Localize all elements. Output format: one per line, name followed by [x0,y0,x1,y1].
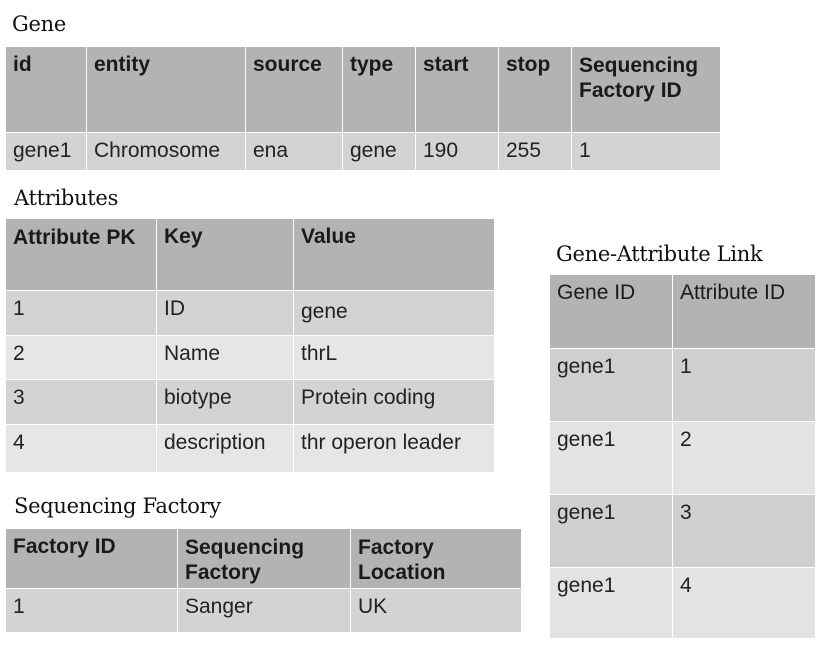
table-row: 3 biotype Protein coding [5,379,495,425]
table-cell: gene1 [549,421,673,495]
table-cell: Protein coding [293,379,495,425]
table-cell: 255 [498,132,572,171]
table-cell: 1 [672,348,816,422]
gene-table: id entity source type start stop Sequenc… [5,46,721,171]
table-row: gene1 3 [549,494,816,568]
table-header-row: Factory ID Sequencing Factory Factory Lo… [5,528,522,589]
link-table: Gene ID Attribute ID gene1 1 gene1 2 gen… [549,274,816,639]
attributes-table: Attribute PK Key Value 1 ID gene 2 Name … [5,218,495,473]
table-cell: ena [245,132,343,171]
table-cell: 3 [5,379,157,425]
header-cell: Attribute ID [672,274,816,349]
table-cell: 2 [5,335,157,380]
table-cell: Chromosome [86,132,246,171]
table-cell: description [156,424,294,473]
table-cell: gene1 [549,348,673,422]
table-cell: 190 [415,132,499,171]
table-cell: gene1 [549,494,673,568]
header-cell: source [245,46,343,133]
table-cell: biotype [156,379,294,425]
header-cell: Key [156,218,294,291]
header-cell: Factory Location [350,528,522,589]
header-cell: type [342,46,416,133]
table-cell: gene1 [549,567,673,639]
factory-table-title: Sequencing Factory [14,494,221,518]
table-row: 1 ID gene [5,290,495,336]
table-cell: 4 [5,424,157,473]
table-cell: 2 [672,421,816,495]
header-cell: Sequencing Factory ID [571,46,721,133]
table-cell: gene [342,132,416,171]
table-cell: 1 [5,290,157,336]
table-cell: thrL [293,335,495,380]
gene-table-title: Gene [12,12,66,36]
table-row: gene1 2 [549,421,816,495]
table-row: 2 Name thrL [5,335,495,380]
table-cell: UK [350,588,522,633]
table-cell: 1 [5,588,178,633]
attributes-table-title: Attributes [14,186,119,210]
table-row: gene1 1 [549,348,816,422]
table-cell: gene1 [5,132,87,171]
factory-table: Factory ID Sequencing Factory Factory Lo… [5,528,522,633]
table-cell: Name [156,335,294,380]
header-cell: Factory ID [5,528,178,589]
table-row: gene1 4 [549,567,816,639]
table-header-row: Gene ID Attribute ID [549,274,816,349]
link-table-title: Gene-Attribute Link [556,242,763,266]
header-cell: Value [293,218,495,291]
table-cell: gene [293,290,495,336]
table-row: 1 Sanger UK [5,588,522,633]
header-cell: entity [86,46,246,133]
header-cell: start [415,46,499,133]
table-cell: thr operon leader [293,424,495,473]
table-cell: Sanger [177,588,351,633]
table-header-row: id entity source type start stop Sequenc… [5,46,721,133]
header-cell: Gene ID [549,274,673,349]
table-cell: 1 [571,132,721,171]
table-row: gene1 Chromosome ena gene 190 255 1 [5,132,721,171]
table-cell: 3 [672,494,816,568]
header-cell: stop [498,46,572,133]
table-row: 4 description thr operon leader [5,424,495,473]
header-cell: Sequencing Factory [177,528,351,589]
header-cell: id [5,46,87,133]
table-cell: 4 [672,567,816,639]
table-header-row: Attribute PK Key Value [5,218,495,291]
header-cell: Attribute PK [5,218,157,291]
table-cell: ID [156,290,294,336]
